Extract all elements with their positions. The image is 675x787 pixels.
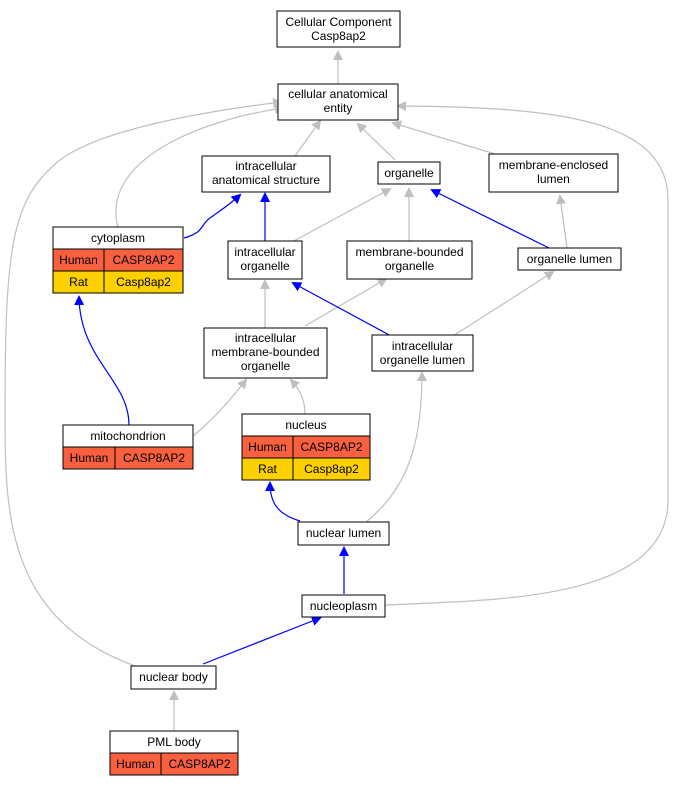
node-cellular-anatomical-entity[interactable]: cellular anatomical entity	[277, 83, 399, 121]
node-line1: intracellular	[234, 245, 295, 259]
node-intracellular-anatomical-structure[interactable]: intracellular anatomical structure	[201, 155, 331, 193]
node-line2: Casp8ap2	[311, 29, 366, 43]
species-cell: Rat	[258, 462, 277, 476]
node-line2: entity	[324, 101, 353, 115]
node-line1: cellular anatomical	[288, 87, 387, 101]
gene-cell: CASP8AP2	[112, 253, 174, 267]
node-line2: organelle lumen	[380, 353, 465, 367]
node-line3: organelle	[241, 359, 291, 373]
rat-row	[52, 270, 184, 294]
species-cell: Rat	[69, 275, 88, 289]
node-line1: membrane-enclosed	[499, 158, 608, 172]
rat-row	[241, 457, 371, 481]
node-pml-body[interactable]: PML body Human CASP8AP2	[109, 730, 239, 776]
node-line1: membrane-bounded	[355, 245, 463, 259]
edge-mel-to-entity	[391, 120, 496, 155]
edge-cytoplasm-to-entity	[115, 104, 285, 229]
node-mitochondrion[interactable]: mitochondrion Human CASP8AP2	[62, 424, 194, 470]
node-label: mitochondrion	[90, 429, 165, 443]
gene-cell: CASP8AP2	[168, 757, 230, 771]
edge-cytoplasm-to-ias	[183, 193, 242, 239]
gene-cell: Casp8ap2	[304, 462, 359, 476]
node-label: nucleoplasm	[310, 599, 377, 613]
human-row	[109, 752, 239, 776]
node-intracellular-organelle[interactable]: intracellular organelle	[227, 240, 303, 280]
species-cell: Human	[70, 451, 109, 465]
edge-imbo-to-mbo	[304, 277, 388, 327]
species-cell: Human	[116, 757, 155, 771]
node-line2: anatomical structure	[212, 173, 320, 187]
human-row	[62, 446, 194, 470]
node-membrane-enclosed-lumen[interactable]: membrane-enclosed lumen	[488, 153, 619, 193]
node-membrane-bounded-organelle[interactable]: membrane-bounded organelle	[346, 240, 473, 280]
edge-ol-to-mel	[556, 194, 568, 249]
edge-nuclearbody-to-entity	[4, 98, 283, 667]
edge-nuclearbody-to-nucleoplasm	[202, 616, 322, 665]
edge-mito-to-cytoplasm	[74, 295, 130, 426]
species-cell: Human	[59, 253, 98, 267]
edge-nucleoplasm-to-entity	[384, 101, 669, 606]
species-cell: Human	[248, 440, 287, 454]
node-intracellular-membrane-bounded-organelle[interactable]: intracellular membrane-bounded organelle	[203, 327, 328, 379]
edge-iol-to-io	[291, 282, 394, 338]
edge-nucleus-to-imbo	[289, 378, 306, 415]
node-intracellular-organelle-lumen[interactable]: intracellular organelle lumen	[371, 334, 474, 372]
node-nucleoplasm[interactable]: nucleoplasm	[301, 594, 386, 618]
node-cytoplasm[interactable]: cytoplasm Human CASP8AP2 Rat Casp8ap2	[52, 226, 184, 294]
node-nucleus[interactable]: nucleus Human CASP8AP2 Rat Casp8ap2	[241, 413, 371, 481]
node-nuclear-lumen[interactable]: nuclear lumen	[297, 521, 390, 546]
edge-ias-to-entity	[294, 119, 322, 157]
node-line1: intracellular	[392, 339, 453, 353]
node-line2: organelle	[240, 259, 290, 273]
node-line2: membrane-bounded	[211, 345, 319, 359]
edge-ol-to-organelle	[430, 189, 554, 251]
node-label: organelle lumen	[527, 252, 612, 266]
node-line1: intracellular	[235, 159, 296, 173]
edge-organelle-to-entity	[356, 122, 396, 161]
node-label: PML body	[147, 735, 201, 749]
edge-io-to-organelle	[291, 188, 392, 243]
nodes: Cellular Component Casp8ap2 cellular ana…	[52, 10, 622, 776]
node-nuclear-body[interactable]: nuclear body	[130, 665, 217, 690]
edges	[4, 50, 669, 731]
node-label: nuclear lumen	[306, 526, 381, 540]
edge-iol-to-ol	[452, 270, 555, 337]
node-label: cytoplasm	[91, 231, 145, 245]
node-line1: intracellular	[235, 331, 296, 345]
node-label: nucleus	[285, 418, 326, 432]
node-organelle-lumen[interactable]: organelle lumen	[517, 247, 622, 271]
edge-nl-to-nucleus	[265, 481, 301, 522]
gene-cell: CASP8AP2	[300, 440, 362, 454]
edge-mito-to-imbo	[192, 378, 248, 437]
node-line2: organelle	[385, 259, 435, 273]
gene-cell: CASP8AP2	[123, 451, 185, 465]
node-cellular-component[interactable]: Cellular Component Casp8ap2	[276, 10, 401, 48]
gene-cell: Casp8ap2	[116, 275, 171, 289]
node-label: organelle	[384, 166, 434, 180]
edge-nl-to-iol	[364, 371, 427, 524]
node-line2: lumen	[537, 172, 570, 186]
node-label: nuclear body	[139, 670, 208, 684]
node-line1: Cellular Component	[285, 15, 392, 29]
node-organelle[interactable]: organelle	[377, 161, 441, 185]
